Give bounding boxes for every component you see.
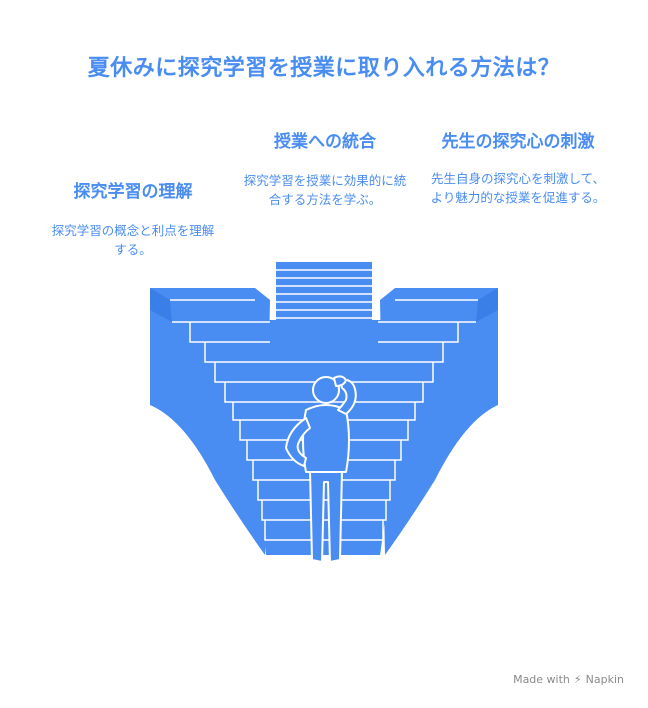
footer-credit[interactable]: Made with ⚡ Napkin [513,673,624,686]
footer-brand: Napkin [585,673,624,686]
napkin-logo-icon: ⚡ [573,673,582,686]
column-understanding: 探究学習の理解 探究学習の概念と利点を理解する。 [48,180,218,259]
column-integration: 授業への統合 探究学習を授業に効果的に統合する方法を学ぶ。 [240,130,410,209]
column-heading: 探究学習の理解 [73,182,193,202]
column-heading: 授業への統合 [274,132,376,152]
page-title: 夏休みに探究学習を授業に取り入れる方法は？ [87,56,561,81]
person-figure [285,375,357,563]
column-body: 探究学習を授業に効果的に統合する方法を学ぶ。 [243,173,407,207]
column-heading: 先生の探究心の刺激 [441,132,595,152]
footer-made-with: Made with [513,673,570,686]
column-stimulation: 先生の探究心の刺激 先生自身の探究心を刺激して、より魅力的な授業を促進する。 [428,130,608,207]
column-body: 先生自身の探究心を刺激して、より魅力的な授業を促進する。 [430,171,606,205]
column-body: 探究学習の概念と利点を理解する。 [51,223,215,257]
